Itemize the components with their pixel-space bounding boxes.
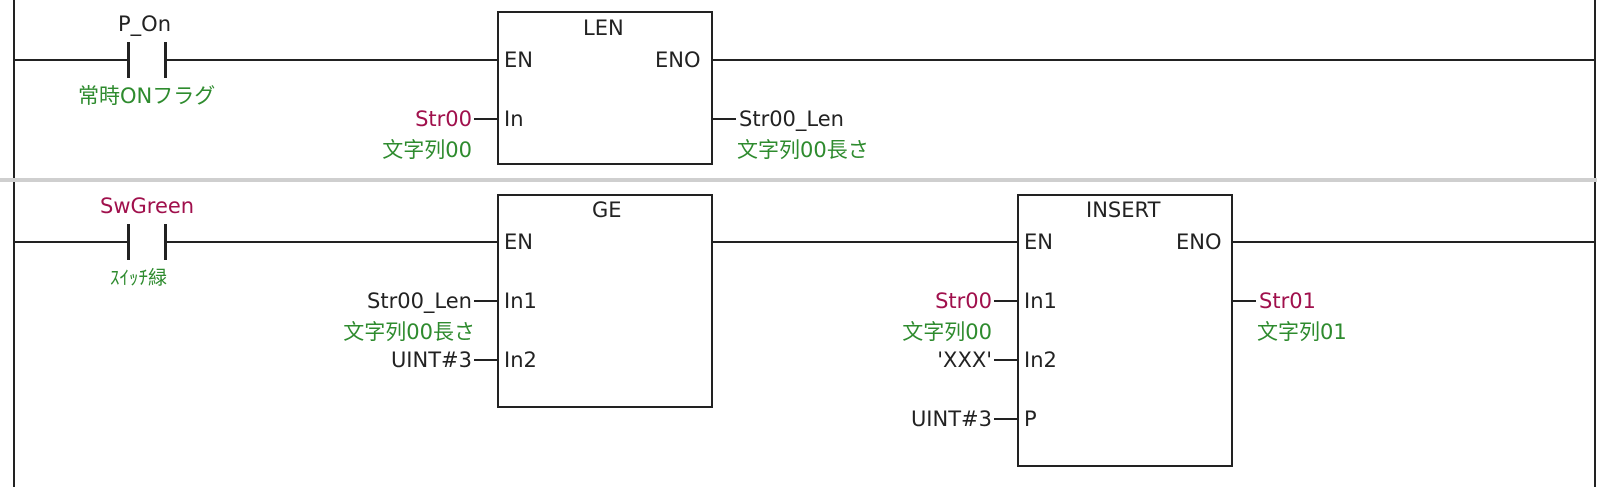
- wire: [1233, 300, 1256, 302]
- in1-pin: In1: [504, 289, 537, 313]
- in2-variable[interactable]: 'XXX': [937, 348, 992, 372]
- wire: [474, 359, 497, 361]
- wire: [167, 59, 499, 61]
- in2-pin: In2: [1024, 348, 1057, 372]
- wire: [474, 300, 497, 302]
- eno-pin: ENO: [1176, 230, 1222, 254]
- contact-variable[interactable]: P_On: [118, 12, 172, 36]
- in1-comment: 文字列00: [902, 320, 992, 344]
- in1-variable[interactable]: Str00_Len: [367, 289, 472, 313]
- en-pin: EN: [504, 48, 533, 72]
- contact-comment: 常時ONフラグ: [78, 84, 216, 108]
- in2-pin: In2: [504, 348, 537, 372]
- in1-pin: In1: [1024, 289, 1057, 313]
- out-comment: 文字列00長さ: [737, 138, 869, 162]
- wire: [713, 241, 1019, 243]
- in-pin: In: [504, 107, 524, 131]
- in2-variable[interactable]: UINT#3: [390, 348, 472, 372]
- wire: [994, 300, 1017, 302]
- wire: [474, 118, 497, 120]
- wire: [713, 118, 736, 120]
- en-pin: EN: [1024, 230, 1053, 254]
- in1-comment: 文字列00長さ: [343, 320, 475, 344]
- wire: [15, 241, 127, 243]
- wire: [15, 59, 127, 61]
- rung-2: SwGreen ｽｲｯﾁ緑 GE EN In1 In2 Str00_Len 文字…: [0, 182, 1597, 487]
- contact-comment: ｽｲｯﾁ緑: [110, 267, 168, 289]
- right-power-rail: [1594, 0, 1596, 178]
- right-power-rail: [1594, 182, 1596, 487]
- out-variable[interactable]: Str00_Len: [739, 107, 844, 131]
- p-variable[interactable]: UINT#3: [910, 407, 992, 431]
- in-variable[interactable]: Str00: [415, 107, 472, 131]
- block-name: INSERT: [1086, 198, 1161, 222]
- wire: [167, 241, 499, 243]
- wire: [994, 359, 1017, 361]
- len-function-block[interactable]: [497, 11, 713, 165]
- ge-function-block[interactable]: [497, 194, 713, 408]
- p-pin: P: [1024, 407, 1037, 431]
- no-contact-swgreen[interactable]: [127, 224, 167, 260]
- out-comment: 文字列01: [1257, 320, 1347, 344]
- in-comment: 文字列00: [382, 138, 472, 162]
- no-contact-p-on[interactable]: [127, 42, 167, 78]
- eno-pin: ENO: [655, 48, 701, 72]
- insert-function-block[interactable]: [1017, 194, 1233, 467]
- wire: [994, 418, 1017, 420]
- wire: [1233, 241, 1594, 243]
- in1-variable[interactable]: Str00: [935, 289, 992, 313]
- left-power-rail: [13, 0, 15, 178]
- wire: [713, 59, 1594, 61]
- block-name: LEN: [583, 16, 624, 40]
- rung-divider: [0, 178, 1597, 182]
- contact-variable[interactable]: SwGreen: [100, 194, 195, 218]
- out-variable[interactable]: Str01: [1259, 289, 1316, 313]
- block-name: GE: [592, 198, 622, 222]
- left-power-rail: [13, 182, 15, 487]
- en-pin: EN: [504, 230, 533, 254]
- rung-1: P_On 常時ONフラグ LEN EN ENO In Str00 文字列00 S…: [0, 0, 1597, 178]
